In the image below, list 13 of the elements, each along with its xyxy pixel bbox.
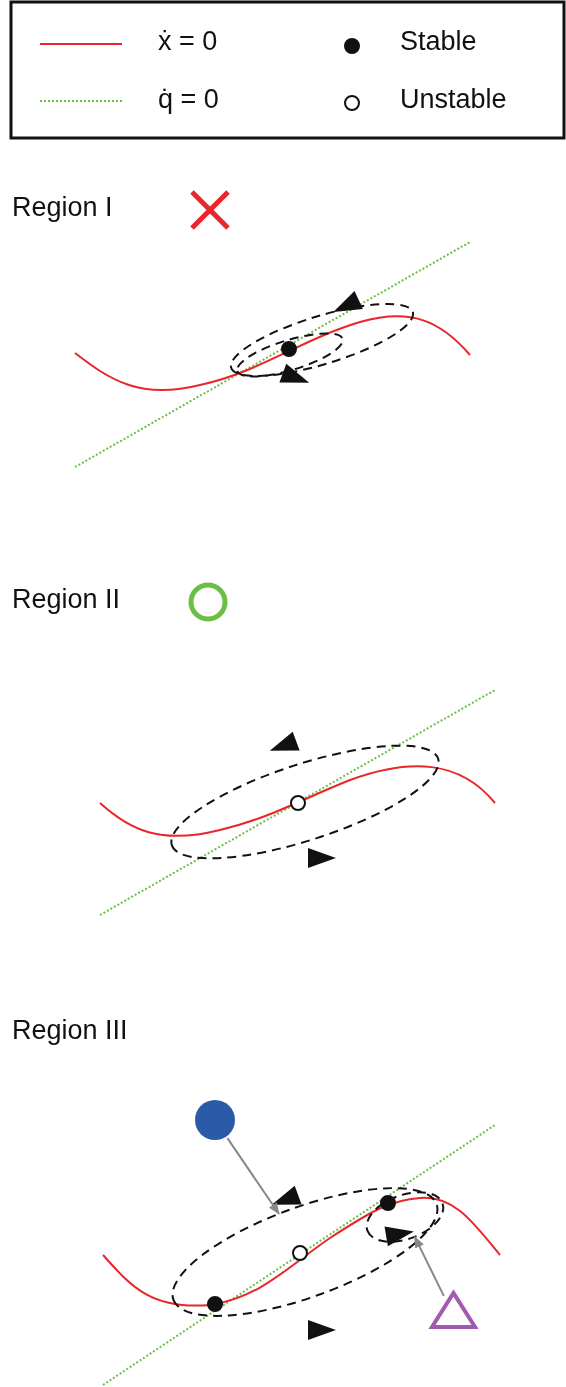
region-label: Region III — [12, 1017, 128, 1044]
legend-label: Stable — [400, 28, 477, 55]
filled-circle-icon — [195, 1100, 235, 1140]
legend-label: Unstable — [400, 86, 507, 113]
leader-line — [413, 1235, 445, 1297]
region-label: Region II — [12, 586, 121, 613]
leader-line — [226, 1137, 280, 1215]
legend-label: ẋ = 0 — [158, 28, 218, 55]
legend-label: q̇ = 0 — [158, 86, 219, 113]
dashed-orbit — [365, 1191, 445, 1243]
dashed-orbit — [171, 1187, 439, 1317]
region-label: Region I — [12, 194, 113, 221]
triangle-icon — [428, 1289, 479, 1329]
